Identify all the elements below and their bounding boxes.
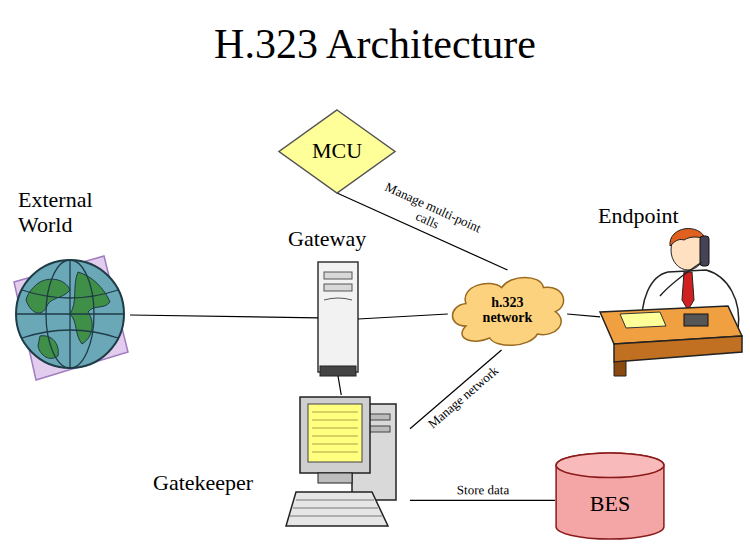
icon-caption: External World [18,187,123,238]
connector-line [410,350,502,429]
connector-line [410,500,555,501]
node-label: h.323 network [470,295,544,326]
globe-backdrop [14,256,128,380]
person-at-desk [600,229,742,376]
gateway-node: Gateway [318,262,358,376]
connector-line [338,376,341,395]
icon-caption: Gatekeeper [153,470,253,495]
icon-caption: Gateway [288,226,366,251]
node-label: BES [590,476,630,516]
node-label: MCU [312,139,362,163]
monitor [300,397,370,473]
computer-icon [286,397,396,526]
tower-line [324,298,352,300]
screen-lines [312,412,358,452]
bes-cylinder-shape [556,453,664,539]
connector-line [358,314,448,319]
tower-base [320,366,356,376]
globe-icon [14,256,128,380]
drive-bay [324,272,352,279]
desk-front [614,336,742,362]
tie [682,272,694,310]
arm [660,262,702,296]
keyboard [286,492,388,526]
connector-label: Manage network [411,352,514,443]
external-world-node: External World [10,255,130,375]
papers [620,312,666,328]
server-tower [318,262,358,376]
tower-case [318,262,358,372]
desk-leg [614,361,626,376]
globe-parallel [16,290,124,338]
bes-cylinder: BES [555,452,665,540]
drive-bay [324,284,352,291]
phone-handset [700,236,709,266]
phone-base [684,314,708,326]
connector-line [567,314,600,317]
icon-caption: Endpoint [598,203,679,228]
endpoint-node: Endpoint [600,235,742,376]
network-cloud: h.323 network [448,270,567,350]
monitor-screen [308,404,362,462]
connector-label: Manage multi-point calls [368,175,492,251]
diagram-title: H.323 Architecture [0,20,750,68]
connector-label: Store data [436,483,530,497]
gatekeeper-node: Gatekeeper [285,395,410,530]
keyboard-keys [290,500,382,516]
connector-line [130,315,318,318]
monitor-stand [318,473,352,483]
globe-sphere [16,260,124,368]
network-cloud-shape [452,277,563,345]
cylinder-top [556,453,664,478]
